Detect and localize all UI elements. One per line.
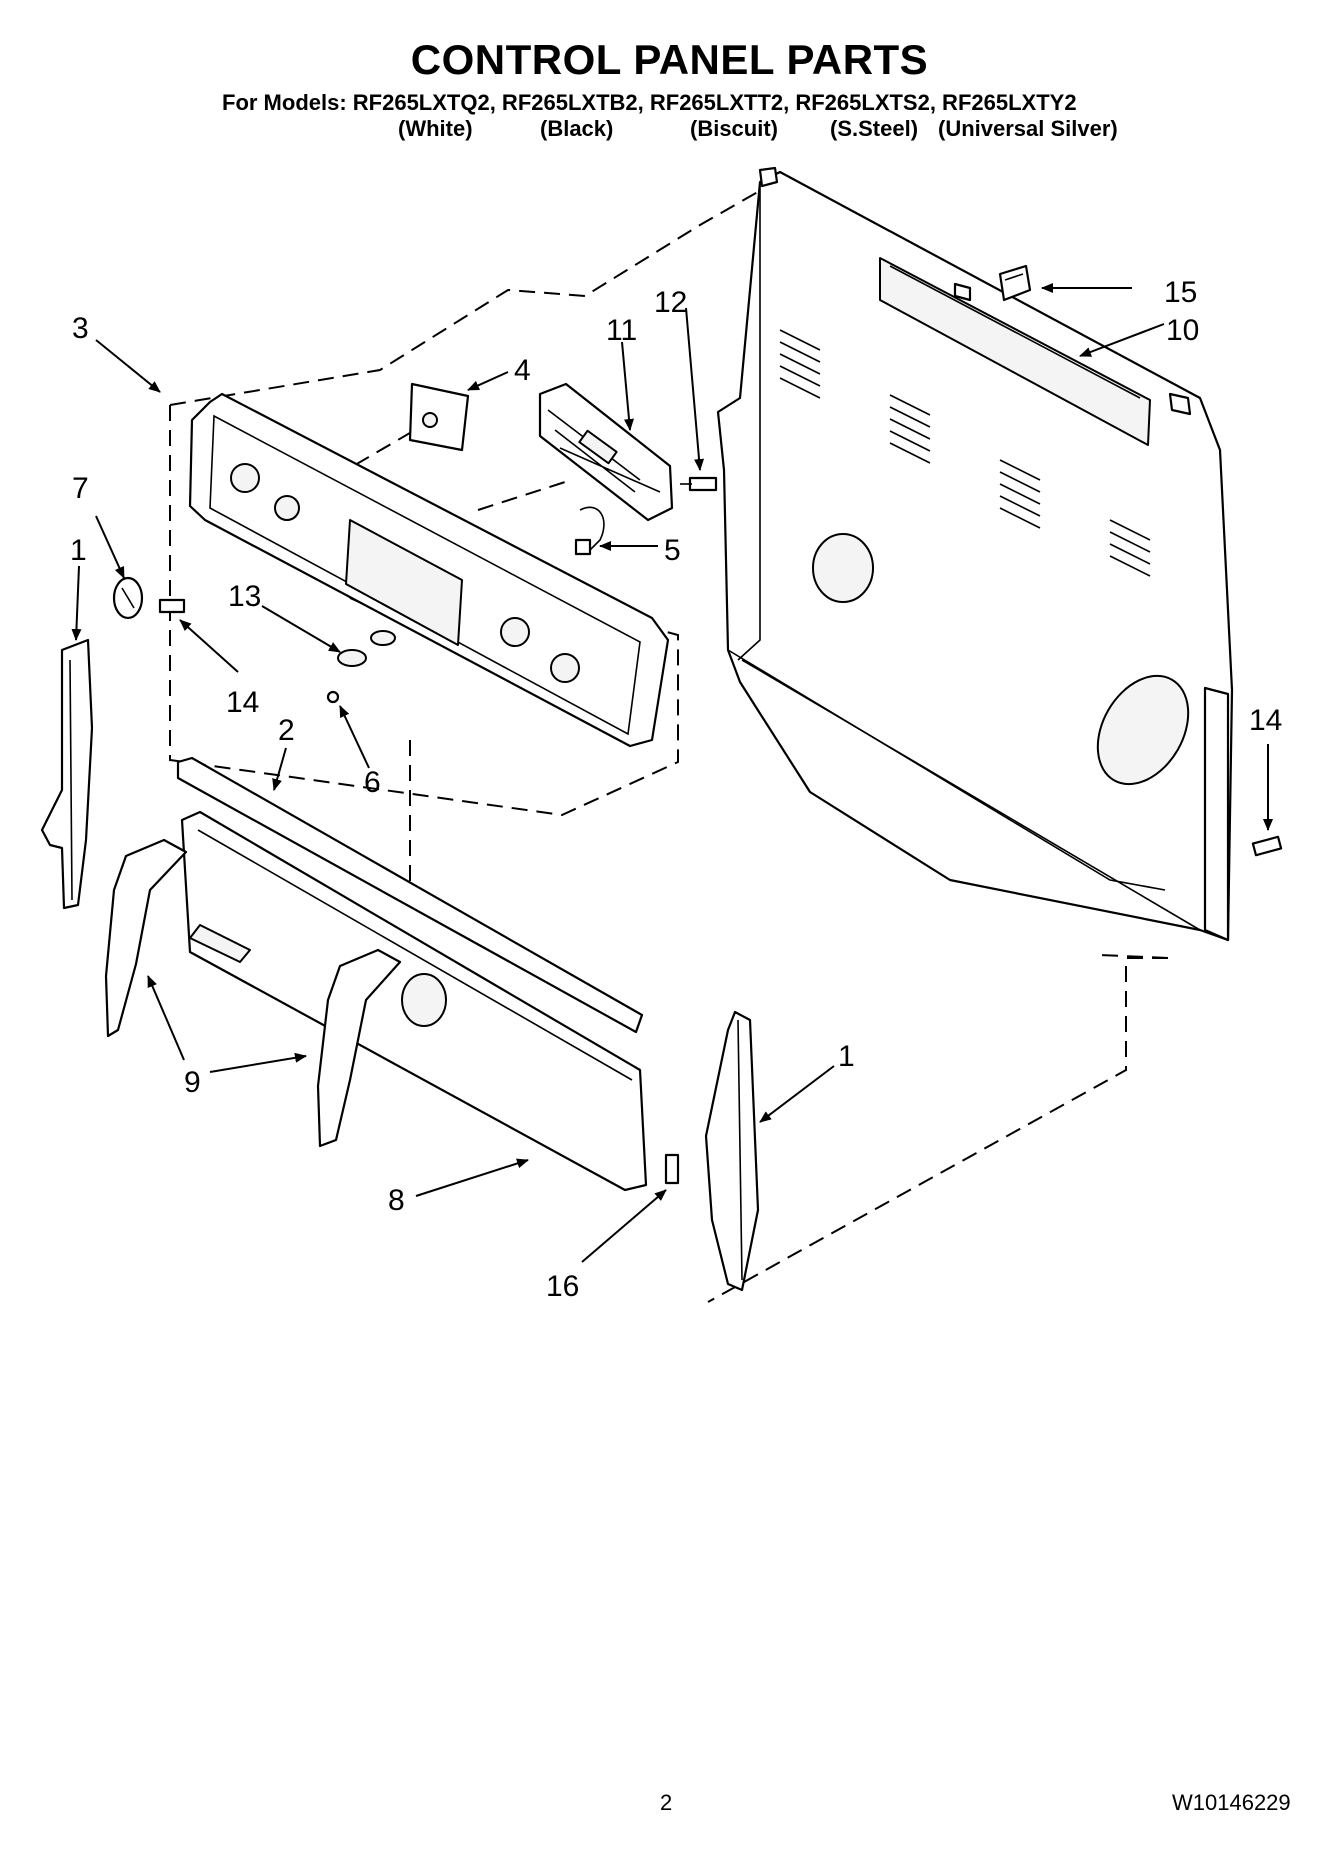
callout-13: 13 <box>228 580 261 613</box>
screw-part-14-right <box>1251 835 1283 857</box>
callout-7: 7 <box>72 472 89 505</box>
models-line: For Models: RF265LXTQ2, RF265LXTB2, RF26… <box>222 90 1077 115</box>
callout-8: 8 <box>388 1184 405 1217</box>
callout-2: 2 <box>278 714 295 747</box>
color-label-black: (Black) <box>540 116 614 141</box>
callout-labels: 3 4 11 12 5 7 1 13 14 6 2 10 15 14 9 8 1… <box>70 276 1282 1303</box>
callout-15: 15 <box>1164 276 1197 309</box>
trim-strip-part-2 <box>176 756 644 1034</box>
callout-14-left: 14 <box>226 686 259 719</box>
callout-11: 11 <box>606 314 637 347</box>
callout-6: 6 <box>364 766 381 799</box>
callout-10: 10 <box>1166 314 1199 347</box>
bracket-part-9-left <box>104 838 188 1038</box>
leader-lines <box>71 283 1273 1263</box>
document-number: W10146229 <box>1172 1790 1291 1815</box>
callout-3: 3 <box>72 312 89 345</box>
knob-part-7 <box>112 576 144 620</box>
page-title: CONTROL PANEL PARTS <box>410 36 929 83</box>
wire-part-5 <box>574 506 605 556</box>
louver-group <box>779 329 1151 577</box>
callout-1-left: 1 <box>70 534 87 567</box>
callout-16: 16 <box>546 1270 579 1303</box>
screw-part-14-left <box>158 598 186 614</box>
control-panel-bezel <box>188 392 670 748</box>
end-cap-part-1-left <box>40 638 94 910</box>
clip-part-15 <box>998 264 1032 302</box>
callout-1-right: 1 <box>838 1040 855 1073</box>
control-board-part-11 <box>538 382 674 522</box>
switch-part-4 <box>408 382 470 452</box>
callout-14-right: 14 <box>1249 704 1282 737</box>
screw-part-12 <box>680 476 718 492</box>
color-label-biscuit: (Biscuit) <box>690 116 778 141</box>
page-number: 2 <box>660 1790 673 1815</box>
callout-9: 9 <box>184 1066 201 1099</box>
screw-part-16 <box>664 1153 680 1185</box>
screw-part-6 <box>326 690 340 704</box>
backguard-part-8 <box>180 810 648 1192</box>
back-panel <box>716 166 1234 942</box>
color-label-steel: (S.Steel) <box>830 116 919 141</box>
callout-12: 12 <box>654 286 687 319</box>
bracket-part-9-right <box>316 948 402 1148</box>
callout-5: 5 <box>664 534 681 567</box>
color-label-silver: (Universal Silver) <box>938 116 1118 141</box>
callout-4: 4 <box>514 354 531 387</box>
color-label-white: (White) <box>398 116 473 141</box>
end-cap-part-1-right <box>704 1010 760 1292</box>
